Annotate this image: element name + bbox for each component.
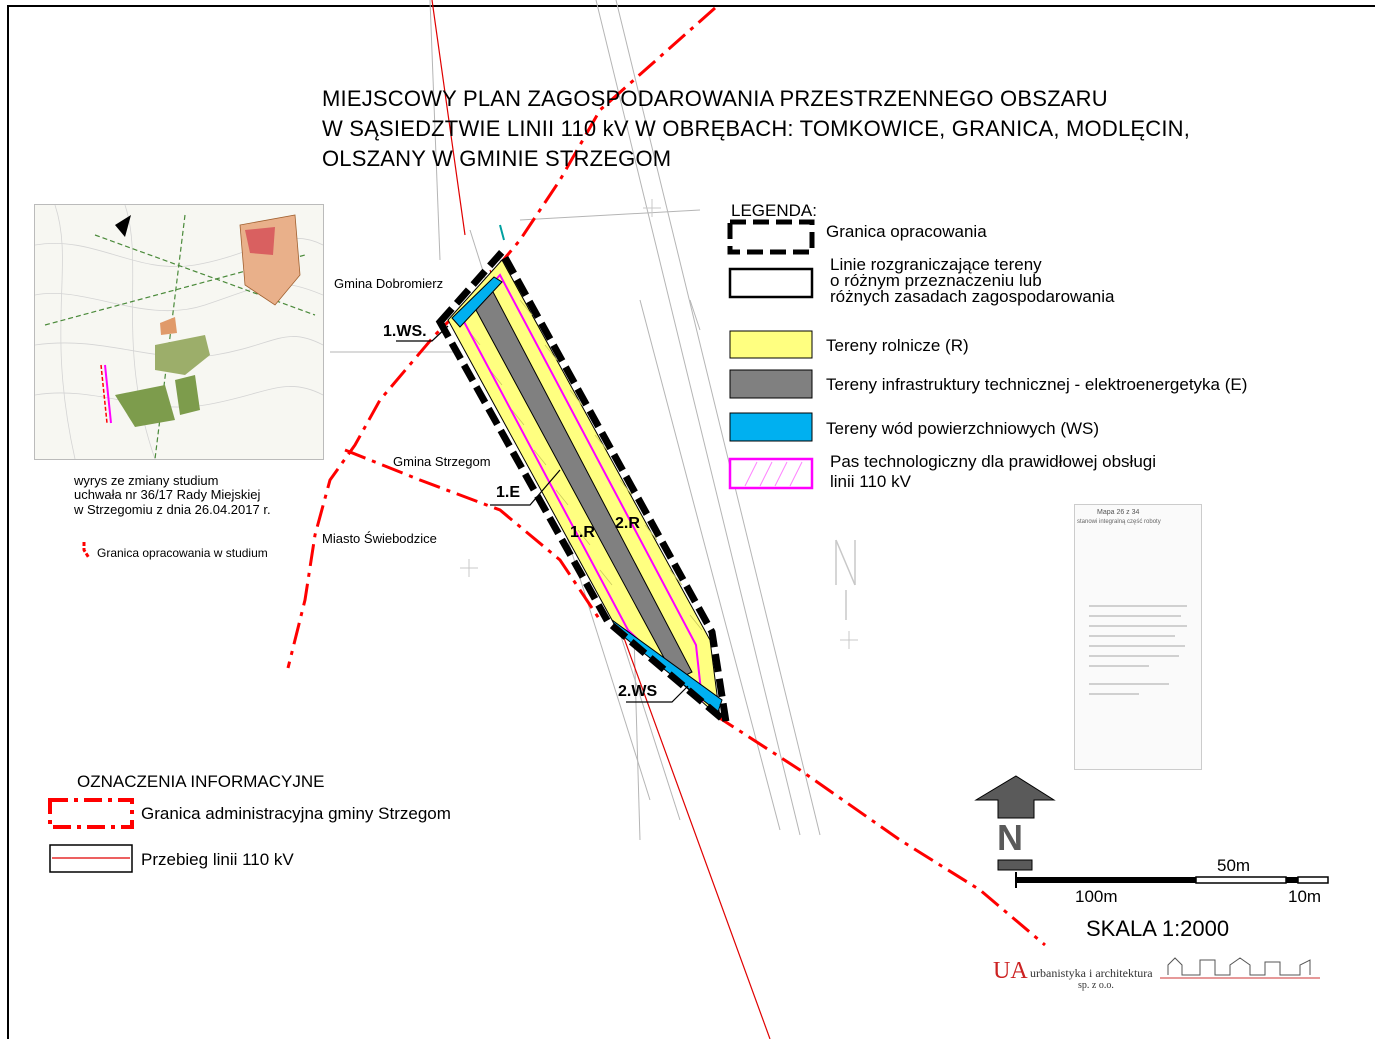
zone-label-1ws: 1.WS. — [383, 323, 427, 340]
plan-boundary — [435, 245, 731, 731]
title-line-3: OLSZANY W GMINIE STRZEGOM — [322, 146, 672, 171]
legend-outline-swatch — [728, 267, 814, 299]
north-letter: N — [997, 817, 1023, 858]
zone-label-2r: 2.R — [615, 515, 640, 532]
scale-bar — [1015, 872, 1329, 888]
sheet-frame — [7, 5, 1375, 1039]
legend-item-water: Tereny wód powierzchniowych (WS) — [826, 419, 1100, 438]
info-power-swatch — [49, 844, 133, 873]
zone-leaders — [396, 325, 689, 703]
grid-crosses — [460, 199, 858, 649]
studium-inset-map — [34, 204, 324, 460]
logo-name: urbanistyka i architektura — [1030, 966, 1153, 980]
zone-label-1r: 1.R — [570, 524, 595, 541]
info-admin-swatch — [48, 798, 134, 829]
inset-caption-1: wyrys ze zmiany studium — [74, 473, 219, 488]
label-gmina-strzegom: Gmina Strzegom — [393, 454, 491, 469]
zone-label-1e: 1.E — [496, 484, 521, 501]
legend-heading: LEGENDA: — [731, 201, 817, 220]
legend-item-tech-strip-1: Pas technologiczny dla prawidłowej obsłu… — [830, 452, 1157, 471]
sheet-line-1: Mapa 26 z 34 — [1097, 509, 1140, 516]
legend-swatches — [727, 219, 815, 490]
title-line-1: MIEJSCOWY PLAN ZAGOSPODAROWANIA PRZESTRZ… — [322, 86, 1108, 111]
legend-item-lines-2: o różnym przeznaczeniu lub — [830, 271, 1042, 290]
legend-item-boundary: Granica opracowania — [826, 222, 987, 241]
inset-caption-2: uchwała nr 36/17 Rady Miejskiej — [74, 487, 261, 502]
inset-graphic — [35, 205, 323, 459]
admin-boundary — [286, 6, 1046, 947]
water-zone-1 — [451, 276, 503, 328]
info-power-line: Przebieg linii 110 kV — [141, 850, 294, 869]
sheet-line-2: stanowi integralną część roboty — [1077, 519, 1161, 525]
scale-label-100m: 100m — [1075, 887, 1118, 906]
logo-mark: UA — [993, 958, 1028, 984]
label-gmina-dobromierz: Gmina Dobromierz — [334, 276, 444, 291]
logo-suffix: sp. z o.o. — [1078, 980, 1114, 991]
legend-agricultural-swatch — [729, 330, 813, 359]
north-arrow — [974, 775, 1056, 871]
scale-label-50m: 50m — [1217, 856, 1251, 875]
inset-caption-3: w Strzegomiu z dnia 26.04.2017 r. — [74, 502, 271, 517]
legend-item-agricultural: Tereny rolnicze (R) — [826, 336, 969, 355]
legend-water-swatch — [729, 412, 813, 442]
scale-caption: SKALA 1:2000 — [1086, 916, 1230, 941]
info-admin-boundary: Granica administracyjna gminy Strzegom — [141, 804, 451, 823]
scale-label-10m: 10m — [1288, 887, 1322, 906]
plan-area — [435, 224, 731, 731]
legend-item-tech-strip-2: linii 110 kV — [830, 472, 911, 491]
legend-dashed-swatch — [727, 219, 815, 255]
legend-item-infrastructure: Tereny infrastruktury technicznej - elek… — [826, 375, 1248, 394]
title-line-2: W SĄSIEDZTWIE LINII 110 kV W OBRĘBACH: T… — [322, 116, 1191, 141]
info-swatches — [48, 798, 134, 873]
inset-boundary-note: Granica opracowania w studium — [97, 546, 268, 560]
logo-skyline — [1160, 957, 1320, 979]
confirmation-sheet: Mapa 26 z 34 stanowi integralną część ro… — [1074, 504, 1202, 770]
info-heading: OZNACZENIA INFORMACYJNE — [77, 772, 325, 791]
label-miasto-swiebodzice: Miasto Świebodzice — [322, 531, 437, 546]
power-line-110kv — [431, 0, 466, 236]
zone-label-2ws: 2.WS — [618, 683, 658, 700]
inset-boundary-icon — [82, 542, 91, 559]
legend-item-lines-3: różnych zasadach zagospodarowania — [830, 287, 1115, 306]
map-north-mark — [835, 539, 856, 620]
legend-item-lines-1: Linie rozgraniczające tereny — [830, 255, 1042, 274]
legend-infrastructure-swatch — [729, 369, 813, 399]
